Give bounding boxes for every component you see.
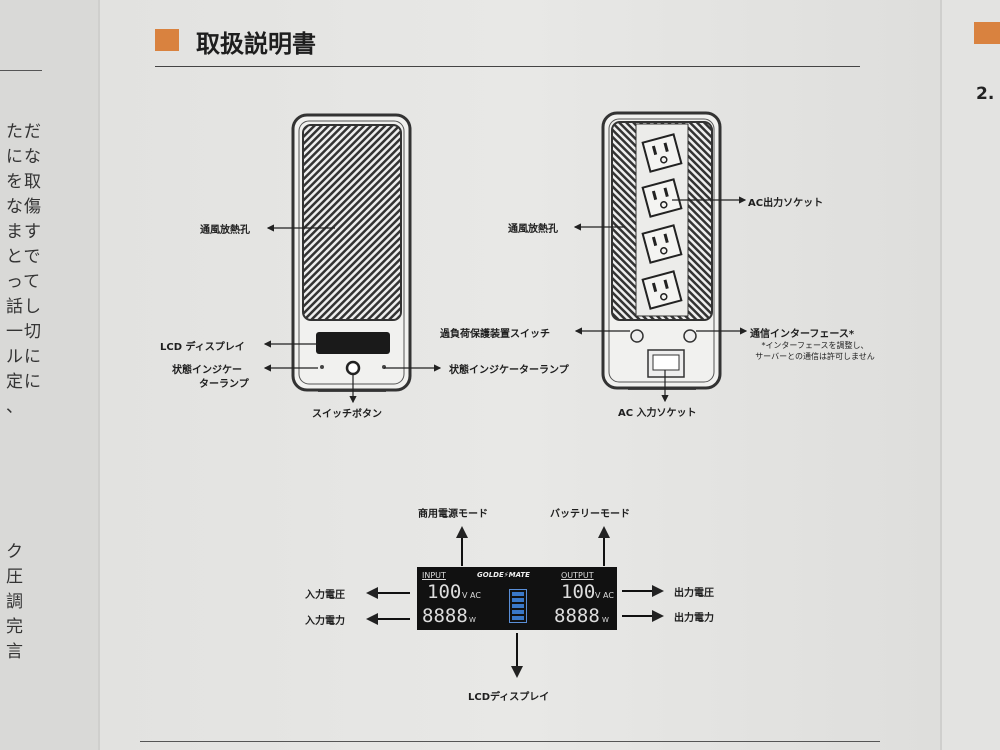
front-lcd-label: LCD ディスプレイ (160, 342, 245, 353)
comm-note: *インターフェースを調整し、サーバーとの通信は許可しません (740, 340, 890, 362)
left-page-line: を取 (6, 172, 42, 192)
front-status-lamp-right-label: 状態インジケーターランプ (449, 365, 569, 376)
right-page: 2. (942, 0, 1000, 750)
left-page-line: 話し (6, 297, 42, 317)
left-page-line: 言 (6, 642, 24, 662)
left-page-line: ます (6, 222, 42, 242)
lcd-input-label: INPUT (422, 571, 446, 580)
bottom-divider (140, 741, 880, 742)
lcd-unit: W (602, 616, 609, 624)
front-vent-label: 通風放熱孔 (200, 225, 250, 236)
lcd-input-voltage: 100 (427, 581, 462, 603)
overload-switch-label: 過負荷保護装置スイッチ (440, 329, 550, 340)
ac-outlet (641, 133, 683, 173)
ac-outlet (641, 270, 683, 310)
left-page-line: とで (6, 247, 42, 267)
comm-note-line: サーバーとの通信は許可しません (755, 352, 875, 361)
lcd-unit: V AC (462, 591, 481, 600)
output-voltage-label: 出力電圧 (674, 588, 714, 599)
back-device (601, 111, 722, 390)
ac-outlet (641, 178, 683, 218)
left-page-line: って (6, 272, 42, 292)
lcd-output-power: 8888 (554, 605, 600, 627)
battery-bar (512, 604, 524, 608)
left-page-line: ただ (6, 122, 42, 142)
front-status-lamp-label-1: 状態インジケー (172, 365, 242, 376)
divider (0, 70, 42, 71)
comm-note-line: *インターフェースを調整し、 (761, 341, 869, 350)
front-device (291, 113, 412, 392)
front-status-lamp-label-2: ターランプ (199, 379, 249, 390)
ac-in-label: AC 入力ソケット (618, 408, 697, 419)
battery-bar (512, 598, 524, 602)
output-power-label: 出力電力 (674, 613, 714, 624)
left-page-text-lower: ク圧調完言 (6, 540, 24, 665)
left-page-line: 調 (6, 592, 24, 612)
comm-interface-label: 通信インターフェース* (750, 329, 855, 340)
lcd-brand-logo: GOLDE⚡MATE (477, 571, 530, 579)
battery-bar (512, 610, 524, 614)
ac-outlet (641, 224, 683, 264)
leader-lines (263, 196, 748, 404)
left-page-line: 圧 (6, 567, 24, 587)
title-divider (155, 66, 860, 67)
input-voltage-label: 入力電圧 (305, 590, 345, 601)
lcd-unit: V AC (595, 591, 614, 600)
battery-icon (509, 589, 527, 623)
left-page-line: にな (6, 147, 42, 167)
left-page-line: 、 (6, 397, 24, 417)
lcd-output-voltage: 100 (561, 581, 596, 603)
section-number: 2. (976, 84, 995, 104)
lcd-input-power: 8888 (422, 605, 468, 627)
section-marker (974, 22, 1000, 44)
lcd-output-label: OUTPUT (561, 571, 594, 580)
left-page-line: 完 (6, 617, 24, 637)
left-page-line: な傷 (6, 197, 42, 217)
battery-bar (512, 592, 524, 596)
lcd-unit: W (469, 616, 476, 624)
lcd-display-label: LCDディスプレイ (468, 692, 550, 703)
lcd-arrows (366, 526, 664, 678)
back-vent-label: 通風放熱孔 (508, 224, 558, 235)
battery-bar (512, 616, 524, 620)
left-page-line: 定に (6, 372, 42, 392)
left-page-text-upper: ただになを取な傷ますとでって話し一切ルに定に、 (6, 120, 42, 420)
page-title: 取扱説明書 (196, 30, 316, 58)
left-page-line: ク (6, 542, 24, 562)
battery-mode-label: バッテリーモード (550, 509, 630, 520)
ac-out-label: AC出力ソケット (748, 198, 824, 209)
left-page-line: ルに (6, 347, 42, 367)
title-marker (155, 29, 179, 51)
input-power-label: 入力電力 (305, 616, 345, 627)
commercial-mode-label: 商用電源モード (418, 509, 488, 520)
lcd-screen: INPUT GOLDE⚡MATE OUTPUT 100 V AC 8888 W … (417, 567, 617, 630)
switch-label: スイッチボタン (312, 409, 382, 420)
left-page: ただになを取な傷ますとでって話し一切ルに定に、 ク圧調完言 (0, 0, 98, 750)
left-page-line: 一切 (6, 322, 42, 342)
